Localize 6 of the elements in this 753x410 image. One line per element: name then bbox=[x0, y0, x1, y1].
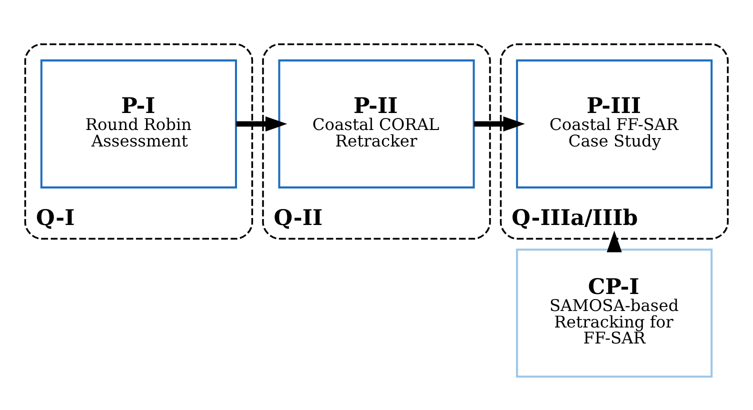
arrow bbox=[474, 116, 525, 132]
node-box: P-I Round Robin Assessment bbox=[40, 59, 237, 188]
node-box: P-III Coastal FF-SAR Case Study bbox=[516, 59, 713, 188]
arrow bbox=[236, 116, 288, 132]
arrow bbox=[606, 230, 622, 252]
node-box: P-II Coastal CORAL Retracker bbox=[278, 59, 475, 188]
